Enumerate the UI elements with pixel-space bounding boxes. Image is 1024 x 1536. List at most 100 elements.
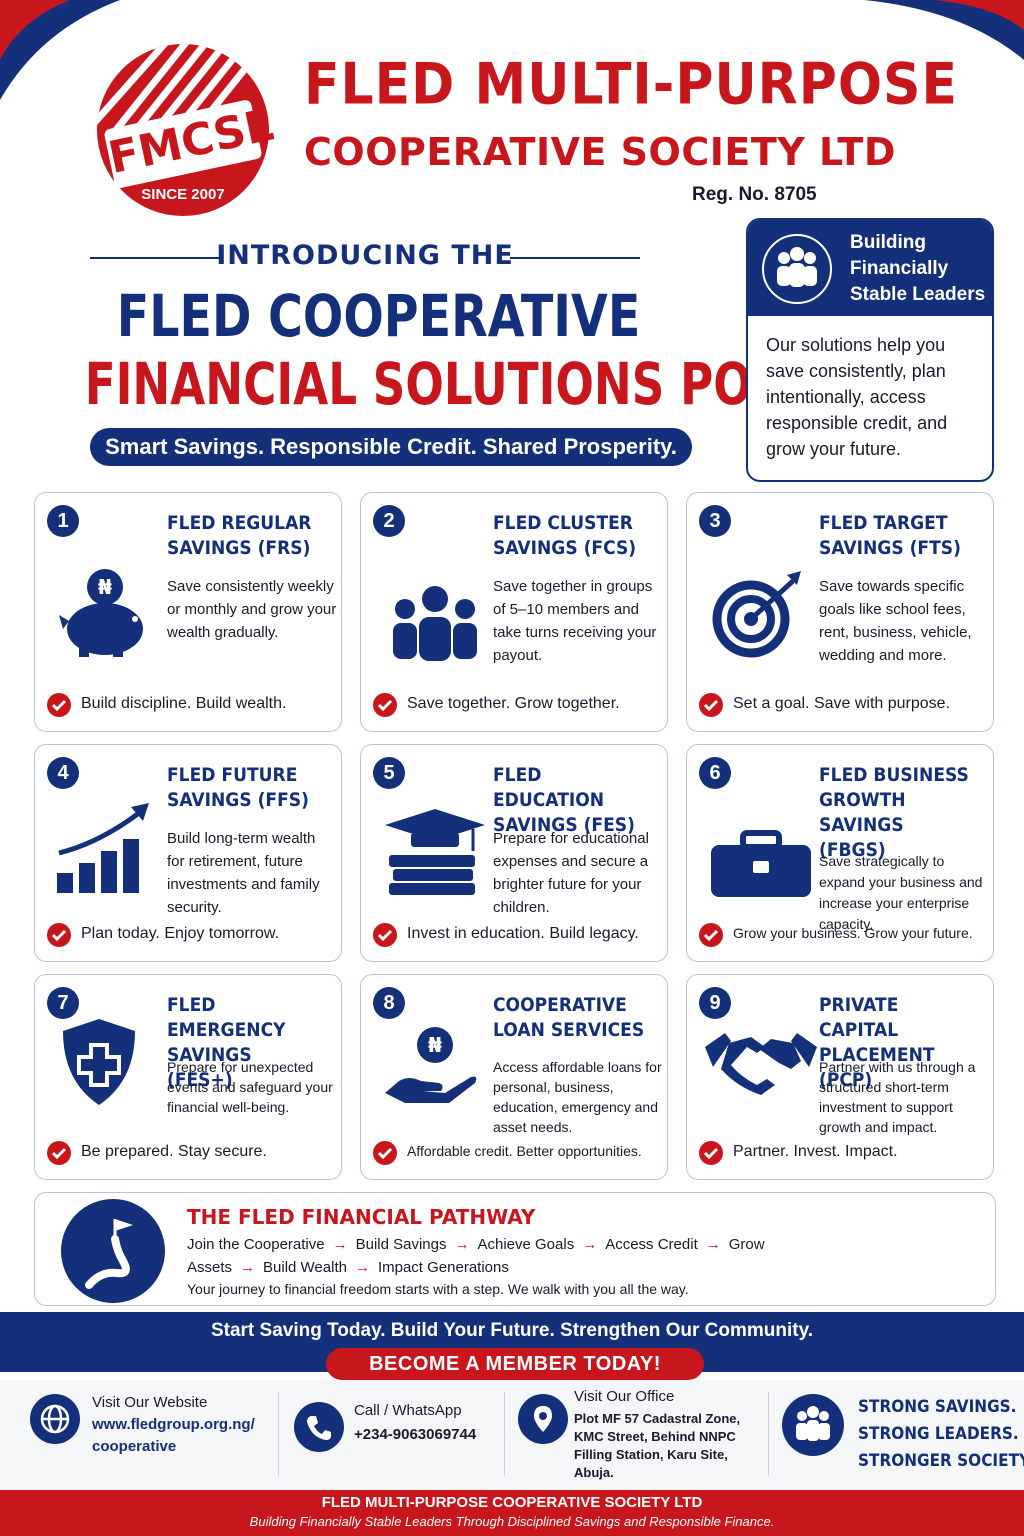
card-description: Save towards specific goals like school …: [819, 578, 972, 664]
pathway-step: Build Savings: [355, 1236, 447, 1253]
corner-decoration-right: [804, 0, 1024, 60]
portfolio-heading-line2: FINANCIAL SOLUTIONS PORTFOLIO: [84, 350, 969, 418]
slogan-line3: STRONGER SOCIETY.: [858, 1451, 1024, 1471]
card-title: FLED EMERGENCY SAVINGS (FES+): [167, 994, 286, 1091]
cta-banner: Start Saving Today. Build Your Future. S…: [0, 1312, 1024, 1372]
pathway-step: Build Wealth: [263, 1259, 347, 1276]
handshake-icon: [701, 1003, 821, 1113]
card-footer: Save together. Grow together.: [373, 693, 659, 717]
office-label: Visit Our Office: [574, 1388, 675, 1405]
card-description: Save strategically to expand your busine…: [819, 853, 983, 932]
card-number: 3: [699, 505, 731, 537]
leaders-card: Building Financially Stable Leaders Our …: [746, 218, 994, 482]
leaders-title-2: Financially: [850, 258, 949, 279]
card-number: 8: [373, 987, 405, 1019]
card-title: FLED EDUCATION SAVINGS (FES): [493, 764, 635, 836]
svg-text:₦: ₦: [98, 575, 112, 599]
phone-label: Call / WhatsApp: [354, 1402, 462, 1419]
website-line1[interactable]: www.fledgroup.org.ng/: [92, 1416, 255, 1433]
card-number: 2: [373, 505, 405, 537]
hand-coin-icon: ₦: [375, 1003, 495, 1113]
pathway-steps: Join the Cooperative→Build Savings→Achie…: [187, 1233, 797, 1279]
card-number: 5: [373, 757, 405, 789]
website-link[interactable]: www.fledgroup.org.ng/ cooperative: [92, 1414, 255, 1458]
product-card: 2 FLED CLUSTER SAVINGS (FCS) Save together…: [360, 492, 668, 732]
card-footer: Build discipline. Build wealth.: [47, 693, 333, 717]
team-icon: [762, 234, 832, 304]
footer-org-name: FLED MULTI-PURPOSE COOPERATIVE SOCIETY L…: [321, 1494, 703, 1511]
fmcsl-logo: FMCSL SINCE 2007: [88, 40, 278, 220]
globe-icon: [30, 1394, 80, 1444]
svg-text:₦: ₦: [428, 1033, 442, 1057]
arrow-right-icon: →: [705, 1236, 721, 1253]
slogan-icon-block: [782, 1380, 846, 1490]
pathway-note: Your journey to financial freedom starts…: [187, 1281, 689, 1297]
leaders-card-body: Our solutions help you save consistently…: [766, 335, 948, 459]
pathway-step: Grow Assets: [187, 1236, 765, 1276]
leaders-card-header: Building Financially Stable Leaders: [748, 220, 992, 316]
leaders-title-1: Building: [850, 232, 926, 253]
card-footer-text: Plan today. Enjoy tomorrow.: [81, 925, 280, 942]
product-card: 5 FLED EDUCATION SAVINGS (FES)Prepare for…: [360, 744, 668, 962]
card-description: Prepare for educational expenses and sec…: [493, 830, 649, 916]
portfolio-heading-line1: FLED COOPERATIVE: [116, 282, 641, 350]
card-title: FLED BUSINESS GROWTH SAVINGS (FBGS): [819, 764, 969, 861]
office-address-line: Abuja.: [574, 1465, 614, 1480]
intro-rule-left: [90, 257, 220, 259]
card-footer-text: Partner. Invest. Impact.: [733, 1143, 898, 1160]
arrow-right-icon: →: [354, 1259, 370, 1276]
phone-block: Call / WhatsApp +234-9063069744: [294, 1380, 504, 1490]
card-footer-text: Build discipline. Build wealth.: [81, 695, 287, 712]
intro-kicker-text: INTRODUCING THE: [216, 240, 514, 271]
pathway-title: THE FLED FINANCIAL PATHWAY: [187, 1205, 536, 1229]
registration-number: Reg. No. 8705: [692, 184, 817, 205]
arrow-right-icon: →: [582, 1236, 598, 1253]
card-footer: Grow your business. Grow your future.: [699, 923, 985, 947]
check-icon: [373, 693, 397, 717]
tagline-banner: Smart Savings. Responsible Credit. Share…: [90, 428, 692, 466]
slogan-line2: STRONG LEADERS.: [858, 1424, 1019, 1444]
contact-bar: Visit Our Website www.fledgroup.org.ng/ …: [0, 1380, 1024, 1490]
intro-kicker: INTRODUCING THE: [90, 240, 640, 274]
arrow-right-icon: →: [240, 1259, 256, 1276]
check-icon: [699, 923, 723, 947]
check-icon: [699, 693, 723, 717]
footer-motto: Building Financially Stable Leaders Thro…: [249, 1514, 775, 1529]
card-footer-text: Affordable credit. Better opportunities.: [407, 1143, 642, 1159]
phone-number[interactable]: +234-9063069744: [354, 1426, 477, 1443]
card-description: Access affordable loans for personal, bu…: [493, 1059, 662, 1135]
slogan: STRONG SAVINGS. STRONG LEADERS. STRONGER…: [858, 1394, 1024, 1475]
office-address-line: Plot MF 57 Cadastral Zone,: [574, 1411, 741, 1426]
card-number: 9: [699, 987, 731, 1019]
card-footer-text: Invest in education. Build legacy.: [407, 925, 639, 942]
product-card: 1₦FLED REGULAR SAVINGS (FRS)Save consist…: [34, 492, 342, 732]
become-member-button[interactable]: BECOME A MEMBER TODAY!: [326, 1348, 704, 1380]
card-footer-text: Set a goal. Save with purpose.: [733, 695, 951, 712]
org-title-line1: FLED MULTI-PURPOSE: [304, 52, 959, 118]
card-title: FLED CLUSTER SAVINGS (FCS): [493, 512, 637, 559]
divider: [278, 1392, 279, 1476]
website-line2[interactable]: cooperative: [92, 1438, 177, 1455]
arrow-right-icon: →: [454, 1236, 470, 1253]
website-label: Visit Our Website: [92, 1394, 208, 1411]
office-address-line: KMC Street, Behind NNPC: [574, 1429, 736, 1444]
card-description: Partner with us through a structured sho…: [819, 1059, 976, 1135]
phone-icon: [294, 1402, 344, 1452]
check-icon: [373, 1141, 397, 1165]
card-footer: Invest in education. Build legacy.: [373, 923, 659, 947]
check-icon: [699, 1141, 723, 1165]
intro-rule-right: [510, 257, 640, 259]
group-icon: [375, 555, 495, 665]
card-footer-text: Save together. Grow together.: [407, 695, 620, 712]
office-block: Visit Our Office Plot MF 57 Cadastral Zo…: [518, 1380, 768, 1490]
office-address: Plot MF 57 Cadastral Zone, KMC Street, Be…: [574, 1410, 740, 1482]
divider: [768, 1392, 769, 1476]
card-description: Save consistently weekly or monthly and …: [167, 578, 337, 641]
org-title-line2: COOPERATIVE SOCIETY LTD: [304, 130, 896, 174]
slogan-line1: STRONG SAVINGS.: [858, 1397, 1017, 1417]
office-address-line: Filling Station, Karu Site,: [574, 1447, 728, 1462]
